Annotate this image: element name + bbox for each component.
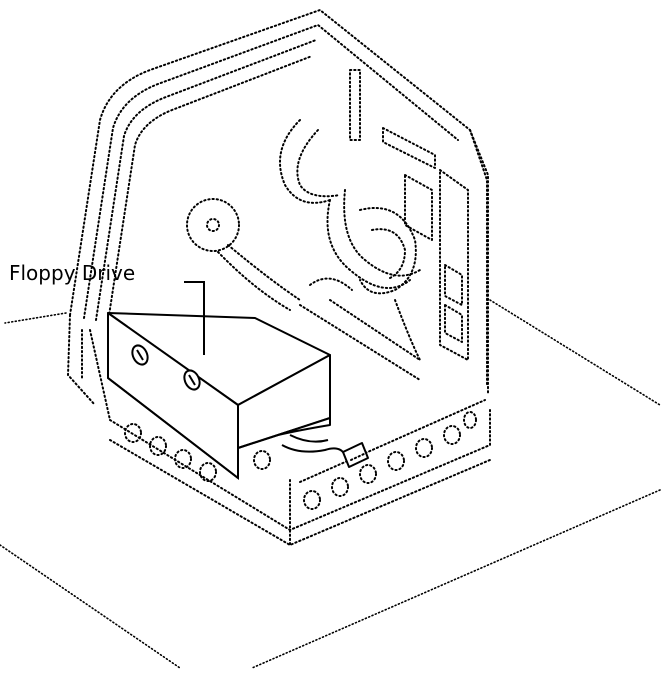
floppy-drive-label: Floppy Drive bbox=[9, 261, 136, 285]
floppy-drive bbox=[107, 312, 369, 481]
floppy-drive-leader-line bbox=[184, 281, 205, 355]
work-surface bbox=[0, 299, 661, 669]
front-bezel-rail bbox=[89, 329, 491, 546]
chassis-frame bbox=[67, 9, 489, 406]
crt-yoke-assembly bbox=[186, 69, 436, 361]
